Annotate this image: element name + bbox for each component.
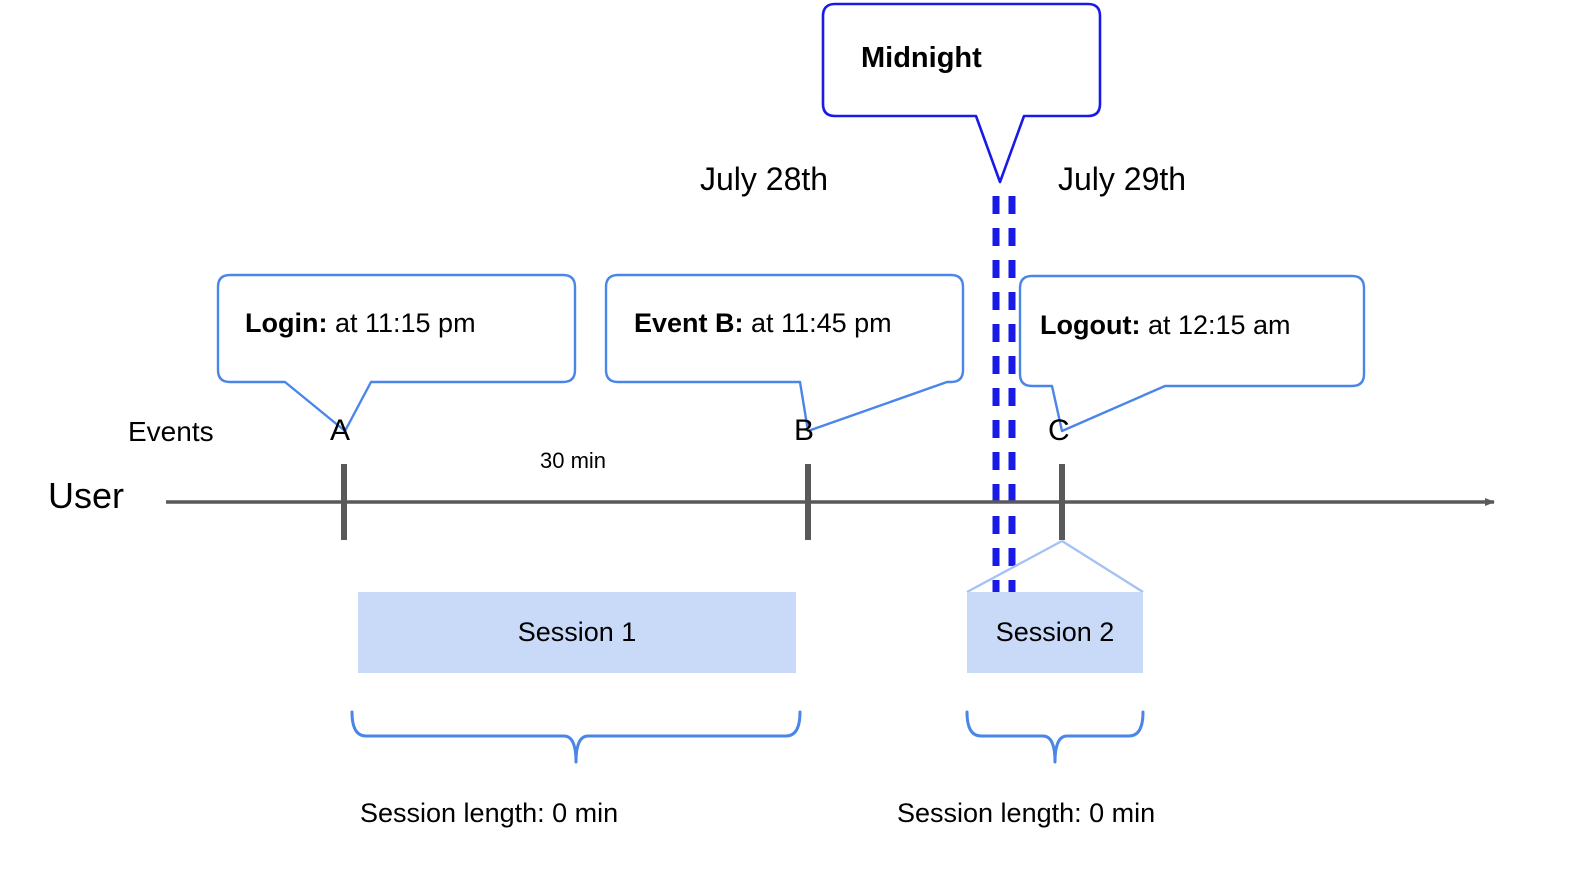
event-callout-rest-a: at 11:15 pm	[327, 308, 476, 338]
event-callout-bold-b: Event B:	[634, 308, 744, 338]
user-row-label: User	[48, 475, 125, 516]
event-callout-bold-a: Login:	[245, 308, 328, 338]
event-callout-bold-c: Logout:	[1040, 310, 1141, 340]
event-callout-shape-c	[1018, 274, 1366, 433]
duration-label-30min: 30 min	[540, 448, 607, 473]
midnight-callout-label: Midnight	[861, 42, 982, 74]
session1-brace	[350, 710, 802, 764]
session2-connector	[966, 539, 1144, 594]
session-length-label-2: Session length: 0 min	[897, 798, 1156, 828]
event-callout-rest-c: at 12:15 am	[1140, 310, 1291, 340]
midnight-divider-lines	[992, 196, 1016, 600]
event-callout-label-b: Event B: at 11:45 pm	[634, 310, 892, 337]
session2-brace	[965, 710, 1145, 764]
date-label-july-29: July 29th	[1058, 161, 1187, 197]
event-callout-shape-b	[604, 273, 965, 433]
session-length-label-1: Session length: 0 min	[360, 798, 619, 828]
event-callout-rest-b: at 11:45 pm	[743, 308, 892, 338]
session-box-label-1: Session 1	[517, 617, 637, 647]
event-callout-label-a: Login: at 11:15 pm	[245, 310, 476, 337]
session-box-1: Session 1	[358, 592, 796, 673]
event-callout-shape-a	[216, 273, 577, 433]
session-box-label-2: Session 2	[995, 617, 1115, 647]
events-row-label: Events	[128, 416, 214, 447]
event-callout-label-c: Logout: at 12:15 am	[1040, 312, 1291, 339]
event-letter-c: C	[1048, 414, 1070, 447]
date-label-july-28: July 28th	[700, 161, 829, 197]
event-letter-a: A	[330, 414, 351, 447]
session-box-2: Session 2	[967, 592, 1143, 673]
event-letter-b: B	[794, 414, 815, 447]
midnight-callout-shape	[821, 2, 1102, 184]
